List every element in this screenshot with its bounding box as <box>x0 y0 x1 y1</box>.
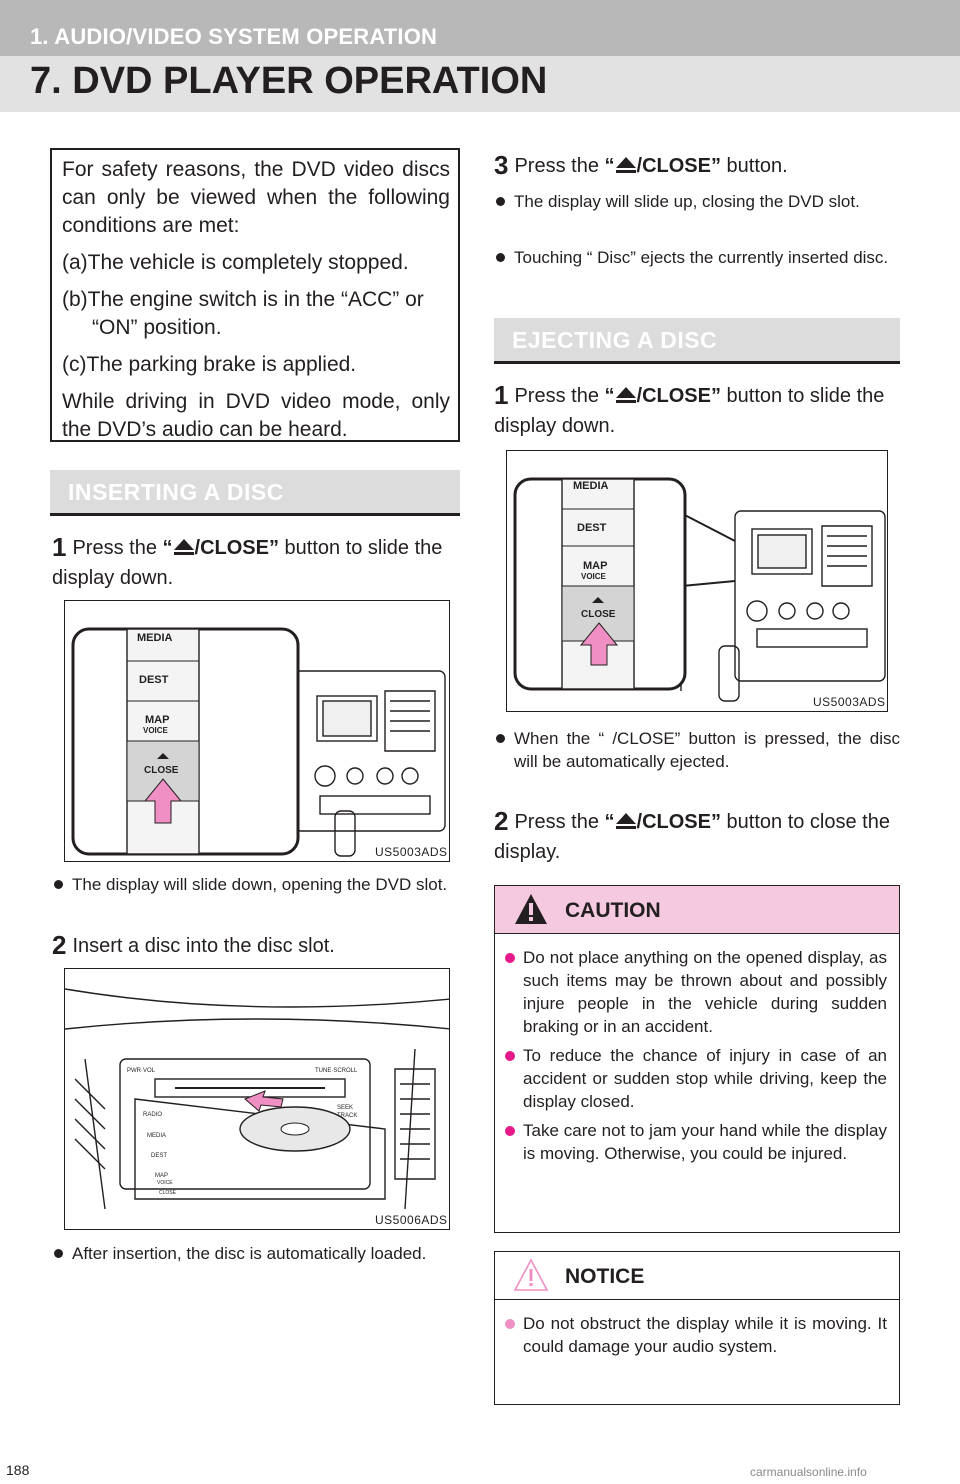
fig2-label-close: CLOSE <box>159 1190 177 1196</box>
eject-icon <box>615 387 636 403</box>
caution-item: Take care not to jam your hand while the… <box>505 1119 887 1165</box>
safety-condition-c: (c)The parking brake is applied. <box>62 353 357 376</box>
caution-title: CAUTION <box>565 899 661 922</box>
fig-eject-icon <box>592 597 604 603</box>
step3-bullet-1: The display will slide up, closing the D… <box>496 190 900 213</box>
eject-bullet-1: When the “ /CLOSE” button is pressed, th… <box>496 727 900 773</box>
figure-label: US5003ADS <box>375 845 448 859</box>
step-text: Press the <box>514 811 605 833</box>
fig-button-dest: DEST <box>577 522 607 534</box>
fig-button-media: MEDIA <box>573 480 609 492</box>
watermark: carmanualsonline.info <box>750 1465 867 1479</box>
notice-list: Do not obstruct the display while it is … <box>495 1300 899 1358</box>
notice-item: Do not obstruct the display while it is … <box>505 1312 887 1358</box>
figure-label: US5006ADS <box>375 1213 448 1227</box>
section-heading-text: INSERTING A DISC <box>68 479 284 505</box>
press-arrow-icon <box>143 778 183 824</box>
safety-condition-a: (a)The vehicle is completely stopped. <box>62 251 409 274</box>
step-text-end: button to slide the display down. <box>494 385 885 437</box>
page-title: 7. DVD PLAYER OPERATION <box>30 60 548 102</box>
step-text: Press the <box>72 537 163 559</box>
caution-item: To reduce the chance of injury in case o… <box>505 1044 887 1113</box>
section-heading-text: EJECTING A DISC <box>512 327 718 353</box>
step3-bullet-2: Touching “ Disc” ejects the currently in… <box>496 246 900 269</box>
step-number: 1 <box>494 380 509 410</box>
header-band <box>0 0 960 56</box>
figure-label: US5003ADS <box>813 695 886 709</box>
fig-button-voice: VOICE <box>143 726 169 735</box>
chapter-title: 1. AUDIO/VIDEO SYSTEM OPERATION <box>30 24 438 49</box>
dashboard-illustration: MEDIA DEST MAP VOICE CLOSE <box>71 627 446 857</box>
notice-title: NOTICE <box>565 1265 645 1288</box>
fig-button-map: MAP <box>583 560 607 572</box>
figure-insert-disc: PWR·VOL RADIO MEDIA DEST MAP VOICE CLOSE… <box>64 968 450 1230</box>
fig2-label-tune: TUNE·SCROLL <box>315 1068 358 1074</box>
fig2-label-voice: VOICE <box>157 1180 173 1186</box>
eject-icon <box>615 157 636 173</box>
step-number: 1 <box>52 532 67 562</box>
caution-list: Do not place anything on the opened disp… <box>495 934 899 1165</box>
caution-header: CAUTION <box>495 886 899 934</box>
fig-button-close: CLOSE <box>144 765 179 776</box>
safety-footer: While driving in DVD video mode, only th… <box>62 390 450 441</box>
dashboard-illustration: MEDIA DEST MAP VOICE CLOSE <box>513 477 886 702</box>
insert-arrow-icon <box>244 1090 284 1112</box>
close-button-ref: “/CLOSE” <box>162 537 279 559</box>
close-button-ref: “/CLOSE” <box>604 385 721 407</box>
fig-button-close: CLOSE <box>581 609 616 620</box>
fig-button-map: MAP <box>145 714 169 726</box>
disc-insert-illustration: PWR·VOL RADIO MEDIA DEST MAP VOICE CLOSE… <box>65 988 449 1210</box>
warning-triangle-icon <box>515 894 547 924</box>
notice-header: NOTICE <box>495 1252 899 1300</box>
close-button-ref: “/CLOSE” <box>604 155 721 177</box>
step-text: Press the <box>514 155 605 177</box>
step-text-end: button to slide the display down. <box>52 537 443 589</box>
safety-notice-box: For safety reasons, the DVD video discs … <box>50 148 460 442</box>
notice-box: NOTICE Do not obstruct the display while… <box>494 1251 900 1405</box>
eject-icon <box>615 813 636 829</box>
fig-button-dest: DEST <box>139 674 169 686</box>
figure-close-button-dash-1: MEDIA DEST MAP VOICE CLOSE US5003ADS <box>64 600 450 862</box>
section-heading-ejecting: EJECTING A DISC <box>494 318 900 364</box>
step-number: 2 <box>494 806 509 836</box>
insert-bullet-2: After insertion, the disc is automatical… <box>54 1242 460 1265</box>
caution-item: Do not place anything on the opened disp… <box>505 946 887 1038</box>
step-text-end: button. <box>720 155 788 177</box>
step-number: 2 <box>52 930 67 960</box>
insert-bullet-1: The display will slide down, opening the… <box>54 873 460 896</box>
fig2-label-track: TRACK <box>337 1113 357 1119</box>
fig-button-voice: VOICE <box>581 572 607 581</box>
fig2-label-dest: DEST <box>151 1153 167 1159</box>
caution-box: CAUTION Do not place anything on the ope… <box>494 885 900 1233</box>
step-text-end: button to close the display. <box>494 811 890 863</box>
section-heading-inserting: INSERTING A DISC <box>50 470 460 516</box>
step-number: 3 <box>494 150 509 180</box>
fig-button-media: MEDIA <box>137 632 173 644</box>
figure-close-button-dash-2: MEDIA DEST MAP VOICE CLOSE US5003ADS <box>506 450 888 712</box>
fig2-label-radio: RADIO <box>143 1112 162 1118</box>
fig2-label-map: MAP <box>155 1173 168 1179</box>
page-header: 1. AUDIO/VIDEO SYSTEM OPERATION 7. DVD P… <box>0 0 960 112</box>
fig-eject-icon <box>157 753 169 759</box>
press-arrow-icon <box>579 622 619 666</box>
fig2-label-seek: SEEK <box>337 1105 353 1111</box>
fig2-label-media: MEDIA <box>147 1133 166 1139</box>
page-number: 188 <box>6 1462 30 1478</box>
step-text: Press the <box>514 385 605 407</box>
eject-icon <box>173 539 194 555</box>
warning-triangle-outline-icon <box>513 1258 549 1291</box>
safety-condition-b: (b)The engine switch is in the “ACC” or … <box>62 288 424 339</box>
close-button-ref: “/CLOSE” <box>604 811 721 833</box>
step-text: Insert a disc into the disc slot. <box>72 935 335 957</box>
fig2-label-pwr: PWR·VOL <box>127 1068 156 1074</box>
safety-intro: For safety reasons, the DVD video discs … <box>62 158 450 237</box>
